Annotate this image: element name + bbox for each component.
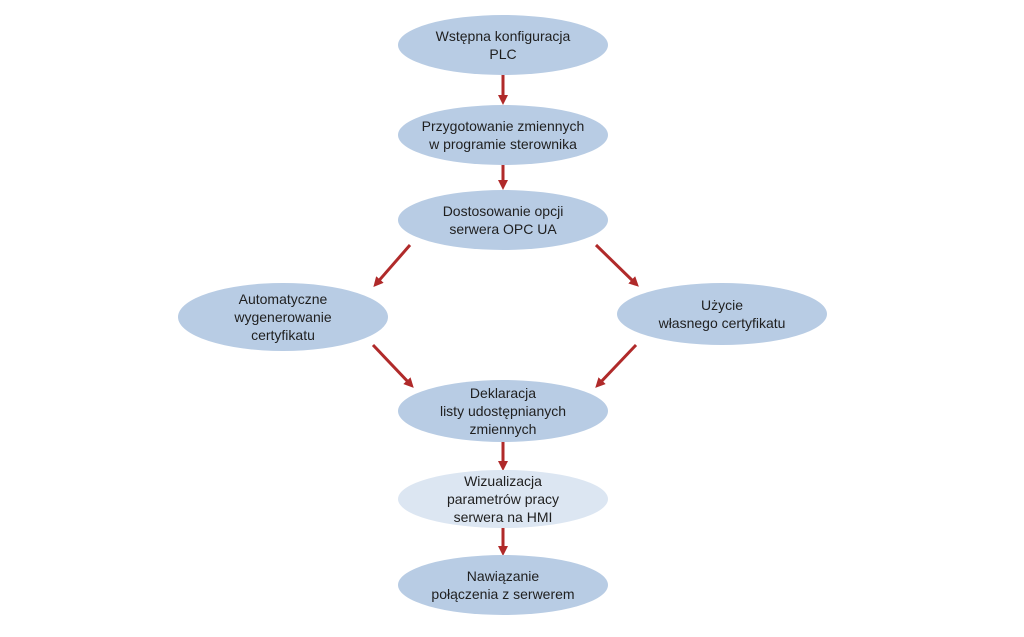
node-initial-plc-config-label: Wstępna konfiguracja PLC — [435, 28, 571, 62]
arrow-n3-n4 — [373, 244, 412, 288]
node-initial-plc-config: Wstępna konfiguracja PLC — [398, 15, 608, 75]
node-opc-ua-options-label: Dostosowanie opcji serwera OPC UA — [442, 203, 564, 237]
node-auto-certificate: Automatyczne wygenerowanie certyfikatu — [178, 283, 388, 351]
node-declare-variables: Deklaracja listy udostępnianych zmiennyc… — [398, 380, 608, 442]
node-prepare-variables-label: Przygotowanie zmiennych w programie ster… — [421, 118, 585, 152]
node-connect-server: Nawiązanie połączenia z serwerem — [398, 555, 608, 615]
node-hmi-visualization-label: Wizualizacja parametrów pracy serwera na… — [446, 473, 560, 525]
node-connect-server-label: Nawiązanie połączenia z serwerem — [431, 568, 575, 602]
arrow-n5-n6 — [595, 343, 638, 388]
node-own-certificate-label: Użycie własnego certyfikatu — [658, 297, 786, 331]
arrow-n3-n5 — [594, 243, 639, 287]
node-auto-certificate-label: Automatyczne wygenerowanie certyfikatu — [234, 291, 332, 343]
node-hmi-visualization: Wizualizacja parametrów pracy serwera na… — [398, 470, 608, 528]
node-prepare-variables: Przygotowanie zmiennych w programie ster… — [398, 105, 608, 165]
node-declare-variables-label: Deklaracja listy udostępnianych zmiennyc… — [439, 385, 567, 437]
arrow-n4-n6 — [371, 343, 414, 388]
node-own-certificate: Użycie własnego certyfikatu — [617, 283, 827, 345]
node-opc-ua-options: Dostosowanie opcji serwera OPC UA — [398, 190, 608, 250]
